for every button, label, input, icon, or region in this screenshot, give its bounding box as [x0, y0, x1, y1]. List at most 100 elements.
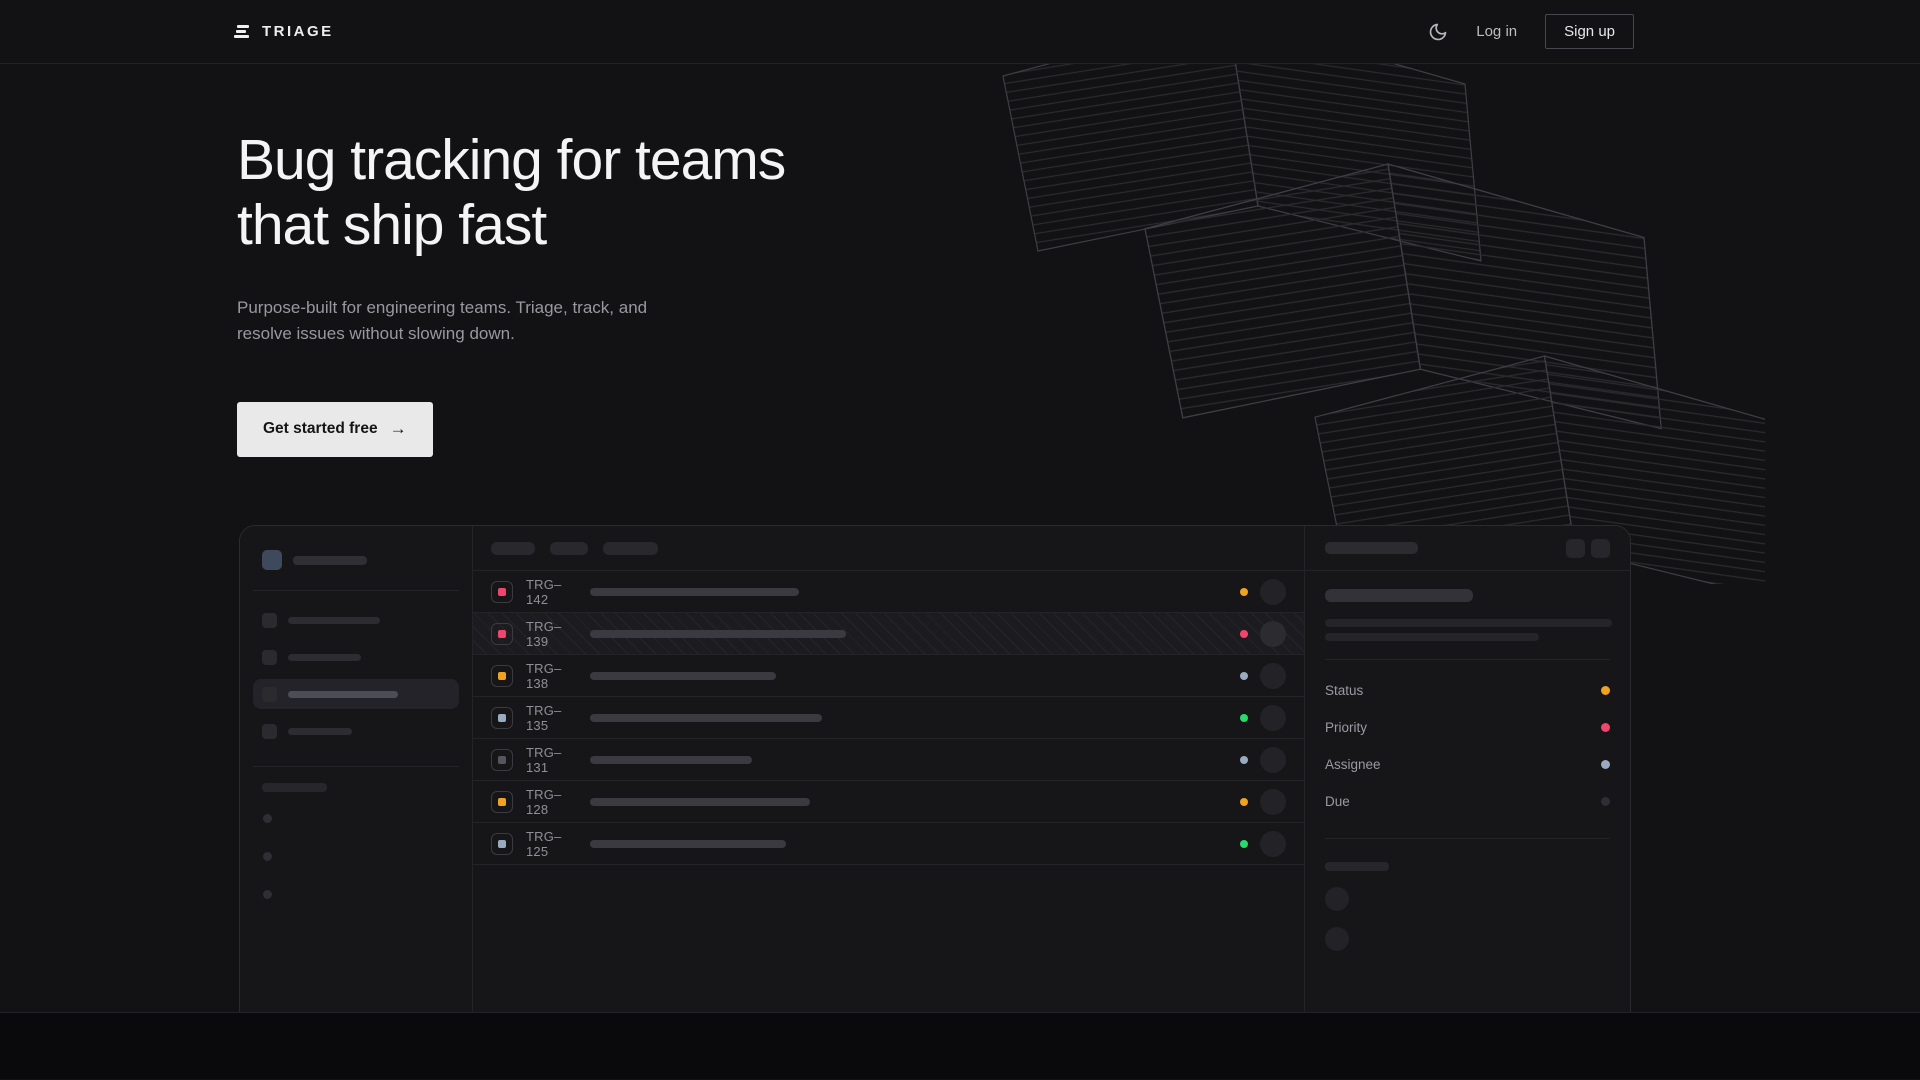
hero-subtitle: Purpose-built for engineering teams. Tri…: [237, 297, 648, 344]
divider: [1325, 838, 1610, 839]
mockup-sidebar: [240, 526, 473, 1012]
detail-field-row: Status: [1325, 672, 1610, 709]
hero-copy: Bug tracking for teams that ship fast Pu…: [237, 128, 786, 457]
nav-item-icon: [262, 686, 277, 702]
issue-id: TRG–128: [526, 786, 562, 817]
issue-row: TRG–128: [473, 781, 1304, 823]
description-skeleton: [1325, 633, 1539, 641]
status-dot: [1240, 797, 1248, 806]
issue-id: TRG–125: [526, 828, 562, 859]
workspace-switcher: [253, 550, 459, 570]
assignee-avatar: [1260, 704, 1286, 731]
arrow-right-icon: →: [389, 419, 407, 439]
issue-title-skeleton: [590, 671, 776, 680]
status-dot: [1240, 755, 1248, 764]
sidebar-dot: [263, 890, 272, 899]
issue-list-column: TRG–142 TRG–139 TRG–138 TRG–135 TRG–131: [473, 526, 1304, 1012]
wireframe-decoration: [1002, 64, 1765, 584]
detail-panel-header: [1305, 526, 1630, 571]
filter-chip-skeleton: [491, 541, 535, 555]
app-mockup: TRG–142 TRG–139 TRG–138 TRG–135 TRG–131: [239, 525, 1631, 1012]
top-nav: TRIAGE Log in Sign up: [0, 0, 1920, 64]
issue-row: TRG–138: [473, 655, 1304, 697]
brand-lockup: TRIAGE: [234, 23, 334, 40]
hero-section: Bug tracking for teams that ship fast Pu…: [0, 64, 1920, 1013]
description-skeleton: [1325, 619, 1612, 627]
issue-title-skeleton: [590, 839, 786, 848]
issue-row: TRG–135: [473, 697, 1304, 739]
comment-avatar: [1325, 887, 1349, 911]
sidebar-dot: [263, 814, 272, 823]
panel-action-button: [1566, 538, 1585, 558]
section-label-skeleton: [262, 783, 327, 792]
issue-list: TRG–142 TRG–139 TRG–138 TRG–135 TRG–131: [473, 571, 1304, 865]
sidebar-dot: [263, 852, 272, 861]
assignee-avatar: [1260, 620, 1286, 647]
comment-avatar: [1325, 927, 1349, 951]
issue-type-icon: [491, 622, 513, 645]
login-link[interactable]: Log in: [1476, 23, 1518, 40]
workspace-avatar: [262, 550, 282, 570]
issue-type-icon: [491, 748, 513, 771]
activity-label-skeleton: [1325, 862, 1389, 871]
issue-type-icon: [491, 664, 513, 687]
sidebar-nav-item: [253, 642, 459, 672]
issue-title-skeleton: [590, 713, 822, 722]
hero-heading: Bug tracking for teams that ship fast: [237, 128, 786, 257]
issue-list-header: [473, 526, 1304, 571]
field-label: Due: [1325, 794, 1350, 809]
issue-id: TRG–138: [526, 660, 562, 691]
assignee-avatar: [1260, 788, 1286, 815]
filter-chip-skeleton: [603, 541, 658, 555]
get-started-button[interactable]: Get started free →: [237, 401, 433, 457]
divider: [253, 766, 459, 767]
brand-name: TRIAGE: [262, 23, 334, 40]
issue-id: TRG–139: [526, 618, 562, 649]
sidebar-nav-item: [253, 716, 459, 746]
theme-toggle-button[interactable]: [1428, 22, 1448, 42]
nav-actions: Log in Sign up: [1428, 14, 1634, 49]
status-dot: [1240, 671, 1248, 680]
divider: [1325, 659, 1610, 660]
field-value-dot: [1601, 797, 1610, 806]
field-label: Assignee: [1325, 757, 1381, 772]
issue-type-icon: [491, 580, 513, 603]
status-dot: [1240, 839, 1248, 848]
issue-title-skeleton: [590, 755, 752, 764]
footer: [0, 1013, 1920, 1079]
signup-button[interactable]: Sign up: [1545, 14, 1634, 49]
moon-icon: [1429, 23, 1447, 40]
detail-field-row: Assignee: [1325, 746, 1610, 783]
issue-title-skeleton: [590, 629, 846, 638]
issue-title-skeleton: [590, 797, 810, 806]
nav-item-icon: [262, 723, 277, 739]
nav-item-icon: [262, 612, 277, 628]
assignee-avatar: [1260, 830, 1286, 857]
issue-id: TRG–135: [526, 702, 562, 733]
detail-field-row: Priority: [1325, 709, 1610, 746]
issue-title-skeleton: [1325, 589, 1473, 602]
issue-id: TRG–142: [526, 576, 562, 607]
assignee-avatar: [1260, 746, 1286, 773]
divider: [253, 590, 459, 591]
panel-title-skeleton: [1325, 542, 1418, 554]
status-dot: [1240, 587, 1248, 596]
issue-type-icon: [491, 790, 513, 813]
detail-fields: Status Priority Assignee Due: [1325, 660, 1610, 820]
issue-row: TRG–142: [473, 571, 1304, 613]
field-value-dot: [1601, 760, 1610, 769]
field-value-dot: [1601, 686, 1610, 695]
workspace-name-skeleton: [293, 555, 367, 565]
issue-detail-panel: Status Priority Assignee Due: [1304, 526, 1630, 1012]
sidebar-nav-item-active: [253, 679, 459, 709]
issue-row: TRG–139: [473, 613, 1304, 655]
field-label: Status: [1325, 683, 1364, 698]
issue-row: TRG–131: [473, 739, 1304, 781]
issue-type-icon: [491, 832, 513, 855]
issue-title-skeleton: [590, 587, 799, 596]
field-label: Priority: [1325, 720, 1368, 735]
triage-logo-icon: [234, 25, 250, 38]
issue-type-icon: [491, 706, 513, 729]
nav-item-icon: [262, 649, 277, 665]
panel-action-button: [1591, 538, 1610, 558]
